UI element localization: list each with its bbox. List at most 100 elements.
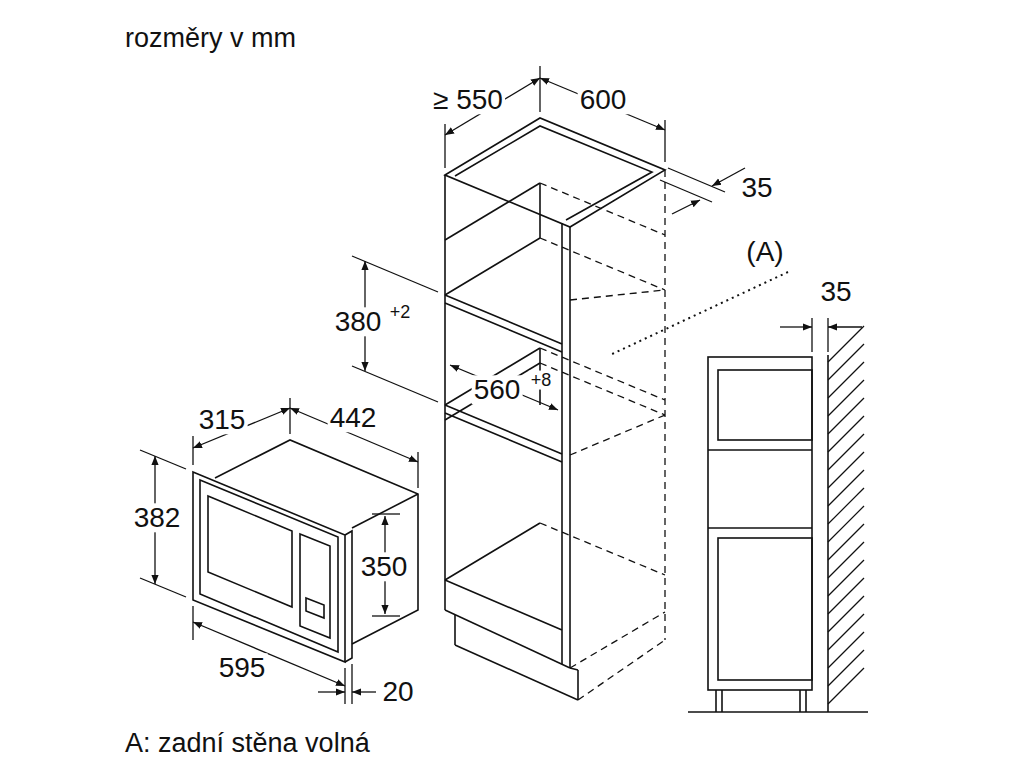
side-view	[718, 370, 812, 440]
dimension-line	[352, 366, 438, 402]
tall-cabinet	[569, 227, 571, 668]
tolerance-label: +2	[388, 303, 413, 322]
microwave	[193, 440, 418, 662]
wall-hatching	[828, 326, 864, 362]
side-view	[688, 711, 868, 713]
microwave	[208, 496, 292, 607]
side-view	[827, 355, 829, 712]
dimension-line	[417, 452, 418, 488]
hidden-edge	[540, 170, 665, 700]
tall-cabinet	[445, 238, 562, 352]
tall-cabinet	[445, 118, 665, 700]
microwave	[306, 598, 324, 618]
side-view	[708, 527, 812, 529]
dimension-label: 382	[132, 503, 183, 532]
microwave	[200, 480, 338, 652]
tall-cabinet	[445, 118, 665, 227]
wall-hatching	[828, 344, 864, 380]
dimension-line	[192, 606, 193, 640]
dimension-line	[811, 318, 812, 352]
wall-hatching	[828, 488, 864, 524]
dimension-line	[672, 200, 700, 214]
dimension-label: 560	[472, 375, 523, 404]
hidden-edge	[540, 238, 665, 290]
dimension-line	[372, 615, 400, 616]
wall-hatching	[828, 560, 864, 596]
dimension-line	[450, 365, 558, 410]
dimension-line	[289, 398, 290, 434]
wall-hatching	[828, 578, 864, 614]
side-view	[718, 538, 812, 680]
dimension-line	[780, 326, 812, 327]
dimension-line	[140, 450, 186, 469]
dimension-line	[664, 120, 665, 162]
dimension-label: 35	[818, 277, 853, 306]
dimension-label: 35	[739, 173, 774, 202]
microwave	[345, 531, 352, 662]
tall-cabinet	[445, 523, 562, 630]
dimension-line	[193, 622, 345, 686]
dimension-line	[140, 578, 186, 597]
hidden-edge	[570, 612, 665, 668]
wall-hatching	[828, 398, 864, 434]
wall-hatching	[828, 668, 864, 704]
wall-hatching	[828, 452, 864, 488]
leader-line	[610, 272, 788, 355]
wall-hatching	[828, 614, 864, 650]
dimension-label: 600	[578, 85, 629, 114]
wall-hatching	[828, 434, 864, 470]
microwave	[193, 472, 345, 662]
wall-hatching	[828, 650, 864, 686]
tall-cabinet	[577, 670, 579, 700]
tall-cabinet	[455, 126, 652, 220]
side-view	[708, 357, 812, 690]
wall-hatching	[828, 506, 864, 542]
hidden-edge	[664, 170, 665, 640]
dimension-line	[318, 691, 345, 692]
caption: A: zadní stěna volná	[125, 729, 370, 759]
leader-line	[610, 272, 788, 355]
wall-hatching	[828, 362, 864, 398]
side-view	[805, 690, 807, 712]
dimension-line	[352, 691, 376, 692]
wall-hatching	[828, 632, 864, 668]
wall-hatching	[828, 542, 864, 578]
side-view	[688, 355, 868, 712]
hidden-edge	[578, 640, 665, 700]
dimension-line	[668, 168, 725, 192]
tolerance-label: +8	[529, 371, 554, 390]
tall-cabinet	[455, 645, 578, 700]
tall-cabinet	[445, 363, 540, 420]
tall-cabinet	[445, 610, 570, 668]
dimension-label: 20	[380, 677, 415, 706]
dimension-label: 350	[359, 552, 410, 581]
microwave	[300, 534, 330, 638]
hidden-edge	[570, 290, 665, 300]
wall-hatching	[828, 524, 864, 560]
hidden-edge	[570, 415, 665, 455]
tall-cabinet	[454, 615, 456, 645]
side-view	[721, 690, 723, 712]
dimension-line	[192, 436, 193, 465]
wall-hatching	[828, 596, 864, 632]
dimension-label: 442	[328, 403, 379, 432]
hidden-edge	[540, 183, 665, 235]
hidden-edge	[540, 348, 665, 400]
dimension-line	[660, 180, 712, 202]
dimension-label: 595	[217, 653, 268, 682]
dimension-line	[351, 664, 352, 704]
dimension-label: 380	[333, 307, 384, 336]
dimension-line	[539, 66, 540, 112]
tall-cabinet	[445, 183, 540, 240]
dimension-label: 315	[197, 405, 248, 434]
tall-cabinet	[539, 183, 541, 238]
hidden-edge	[540, 363, 665, 415]
wall-hatching	[828, 470, 864, 506]
dimension-line	[444, 124, 445, 168]
dimension-line	[828, 326, 862, 327]
wall-hatching	[828, 326, 864, 704]
dimension-line	[372, 513, 400, 514]
dimension-line	[827, 318, 828, 352]
tall-cabinet	[570, 668, 578, 670]
side-view	[715, 690, 717, 712]
